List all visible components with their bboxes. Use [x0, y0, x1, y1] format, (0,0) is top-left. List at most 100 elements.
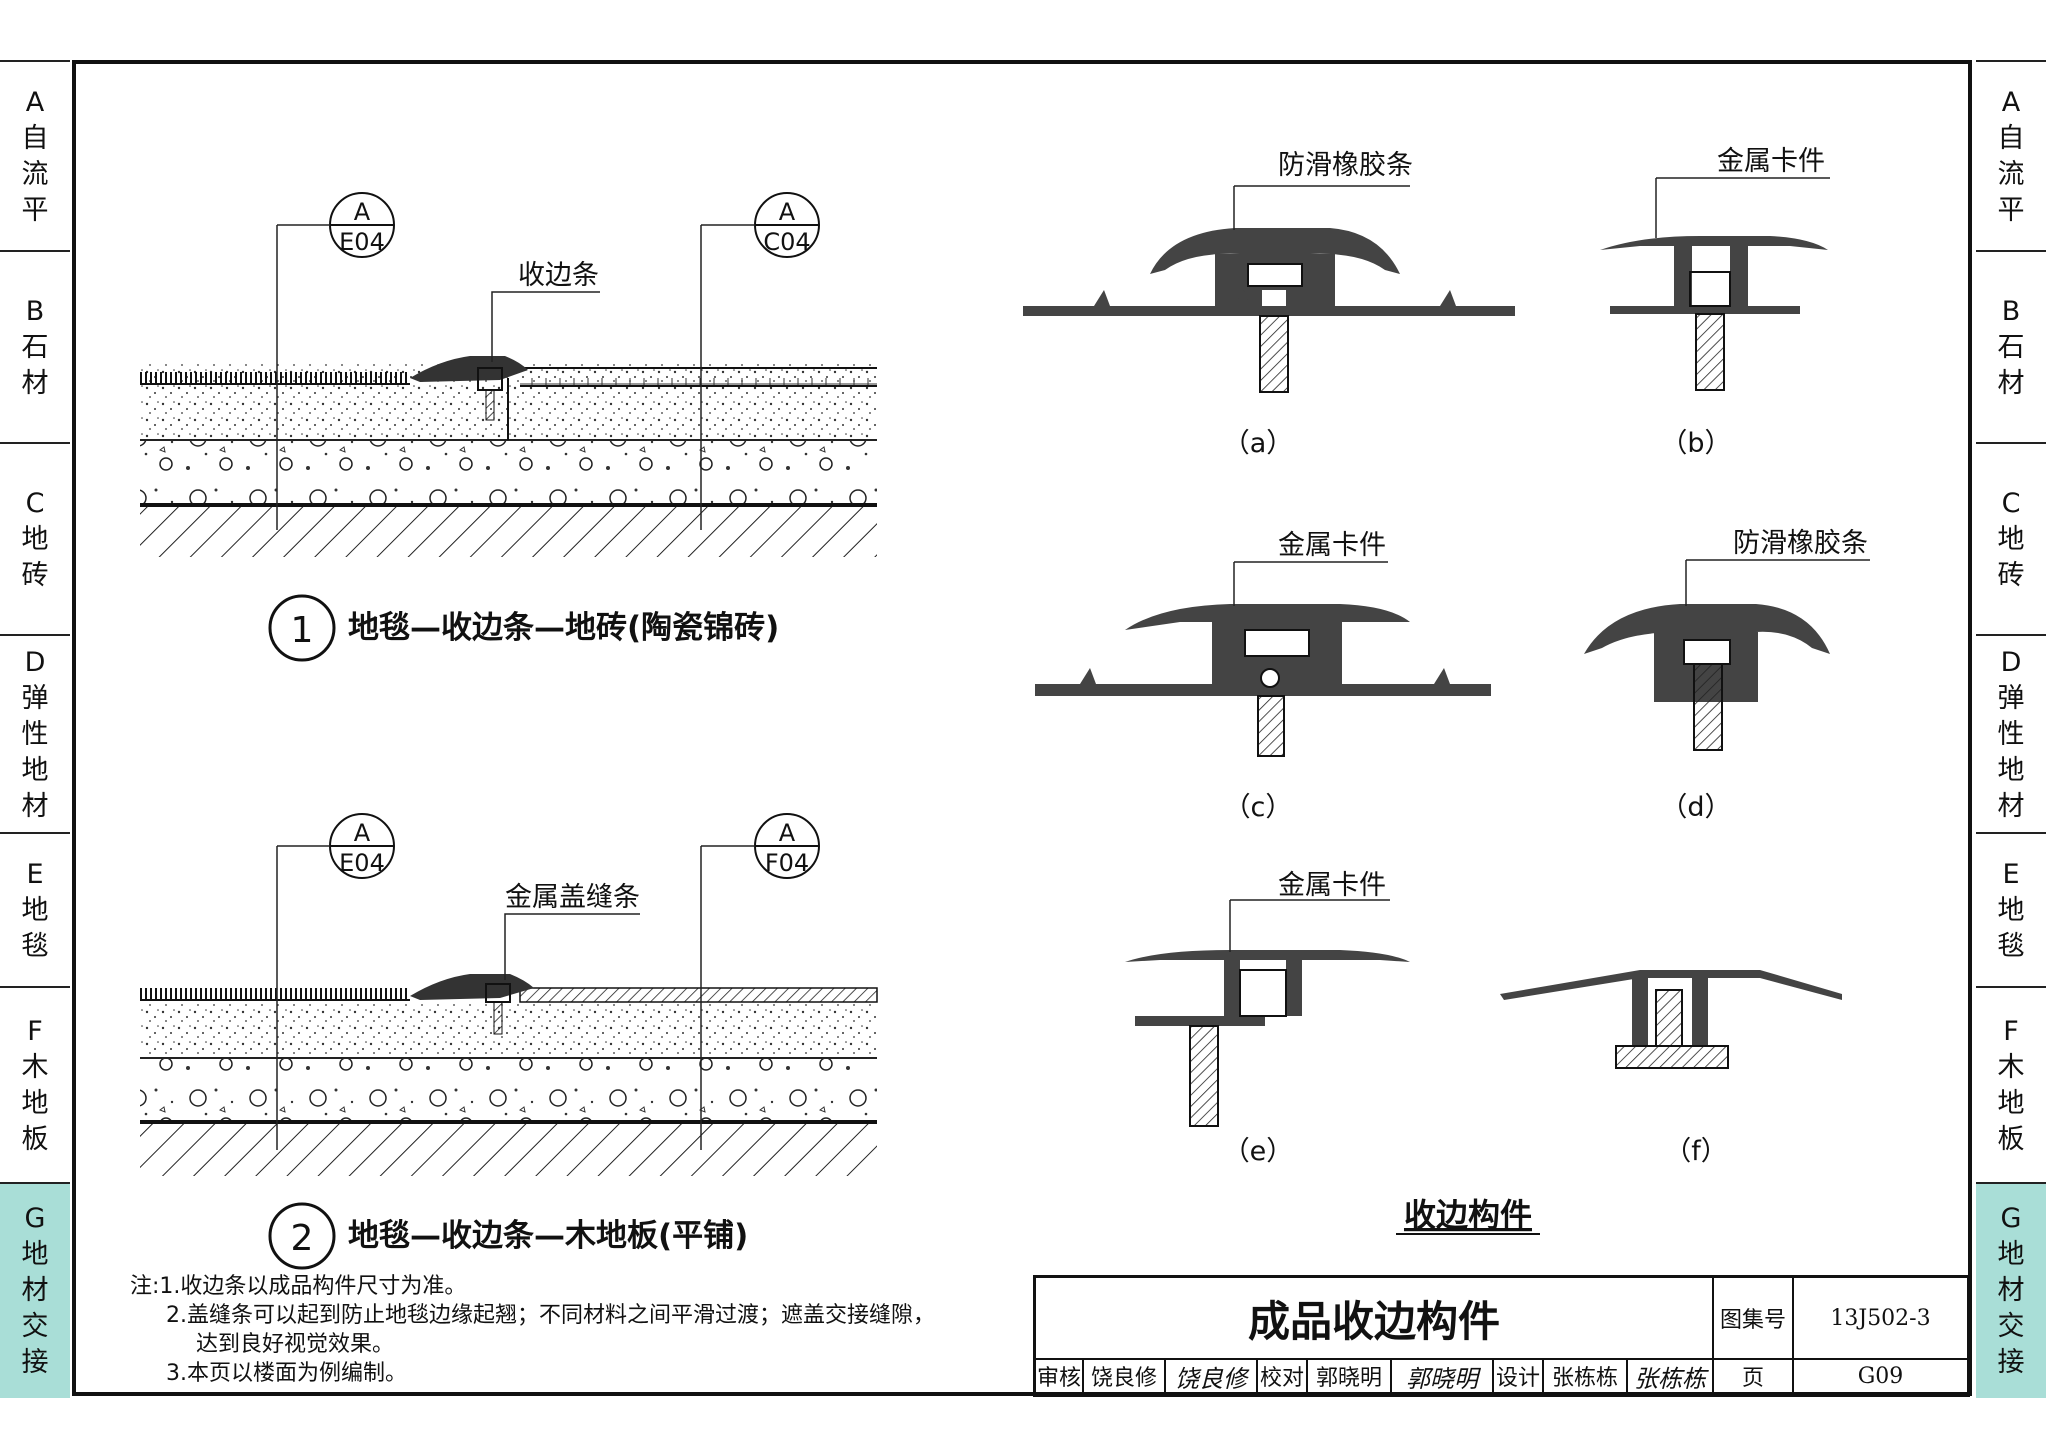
- index-tab-char: 材: [21, 791, 49, 822]
- callout-2r-top: A: [779, 819, 796, 847]
- profile-b-caption: （b）: [1660, 428, 1731, 459]
- index-tab-letter: F: [2003, 1016, 2019, 1047]
- index-tab-letter: F: [27, 1016, 43, 1047]
- note-line: 3.本页以楼面为例编制。: [166, 1361, 407, 1386]
- profile-e-caption: （e）: [1223, 1136, 1294, 1167]
- index-tab-letter: C: [25, 488, 45, 519]
- index-tab-letter: D: [2000, 647, 2022, 678]
- index-tab-char: 石: [21, 332, 49, 363]
- index-tab-char: 性: [21, 719, 49, 750]
- index-tab-char: 地: [21, 524, 49, 555]
- detail-2-title: 地毯—收边条—木地板(平铺): [348, 1218, 748, 1254]
- index-tab-char: 材: [21, 368, 49, 399]
- index-tab-char: 自: [21, 123, 49, 154]
- index-tab-char: 弹: [1997, 683, 2025, 714]
- index-tab-letter: D: [24, 647, 46, 678]
- callout-1l-bottom: E04: [339, 228, 385, 256]
- index-tab-letter: A: [2001, 87, 2021, 118]
- callout-bubble-c04: A C04: [701, 192, 820, 258]
- callout-1r-top: A: [779, 198, 796, 226]
- design-label: 设计: [1494, 1358, 1544, 1394]
- index-tab-letter: E: [26, 859, 44, 890]
- profile-c-caption: （c）: [1224, 792, 1293, 823]
- notes-block: 注:1.收边条以成品构件尺寸为准。 2.盖缝条可以起到防止地毯边缘起翘；不同材料…: [130, 1272, 935, 1388]
- index-tab-char: 接: [21, 1347, 49, 1378]
- detail-2-number: 2: [291, 1218, 314, 1259]
- index-tab-char: 板: [1997, 1124, 2025, 1155]
- index-tab-letter: G: [2000, 1203, 2022, 1234]
- profile-e-label: 金属卡件: [1278, 870, 1386, 901]
- page-label: 页: [1714, 1358, 1794, 1394]
- index-tab-char: 地: [1997, 524, 2025, 555]
- index-tab-letter: A: [25, 87, 45, 118]
- section-detail-1: 收边条 A E04 A C04 1 地毯—收边条—地砖(陶瓷锦砖): [140, 192, 877, 662]
- index-tab-letter: C: [2001, 488, 2021, 519]
- profile-c-label: 金属卡件: [1278, 530, 1386, 561]
- index-tab-char: 地: [21, 895, 49, 926]
- callout-2l-bottom: E04: [339, 849, 385, 877]
- callout-2l-top: A: [354, 819, 371, 847]
- index-tab-char: 性: [1997, 719, 2025, 750]
- detail-1-number: 1: [291, 610, 314, 651]
- index-tab-char: 地: [1997, 755, 2025, 786]
- detail-1-title: 地毯—收边条—地砖(陶瓷锦砖): [348, 610, 779, 646]
- profile-b-label: 金属卡件: [1717, 146, 1825, 177]
- reviewer-name: 饶良修: [1084, 1358, 1166, 1394]
- index-tab-char: 地: [1997, 1239, 2025, 1270]
- designer-name: 张栋栋: [1544, 1358, 1628, 1394]
- designer-signature: 张栋栋: [1628, 1358, 1714, 1394]
- note-line: 注:1.收边条以成品构件尺寸为准。: [130, 1274, 467, 1299]
- index-tab-char: 流: [21, 159, 49, 190]
- profile-a-caption: （a）: [1223, 428, 1294, 459]
- index-tab-letter: B: [2001, 296, 2021, 327]
- title-block: 成品收边构件 图集号 13J502-3 审核 饶良修 饶良修 校对 郭晓明 郭晓…: [1033, 1275, 1970, 1397]
- index-tab-char: 砖: [21, 560, 49, 591]
- index-tab-char: 平: [1997, 195, 2025, 226]
- index-tab-char: 接: [1997, 1347, 2025, 1378]
- index-tab-letter: E: [2002, 859, 2020, 890]
- callout-bubble-e04-2: A E04: [277, 813, 395, 879]
- index-tab-char: 弹: [21, 683, 49, 714]
- profile-d: 防滑橡胶条 （d）: [1584, 528, 1870, 823]
- atlas-number: 13J502-3: [1830, 1305, 1931, 1331]
- index-tab-char: 木: [21, 1052, 49, 1083]
- index-tab-letter: B: [25, 296, 45, 327]
- index-tab-char: 材: [21, 1275, 49, 1306]
- index-tab-char: 砖: [1997, 560, 2025, 591]
- index-tab-char: 流: [1997, 159, 2025, 190]
- index-tab-char: 交: [21, 1311, 49, 1342]
- profile-c: 金属卡件 （c）: [1035, 530, 1491, 823]
- index-tab-char: 材: [1997, 791, 2025, 822]
- note-line: 达到良好视觉效果。: [196, 1332, 395, 1357]
- index-tab-char: 地: [21, 755, 49, 786]
- index-tab-letter: G: [24, 1203, 46, 1234]
- index-tab-char: 木: [1997, 1052, 2025, 1083]
- index-tab-char: 毯: [21, 931, 49, 962]
- index-tab-char: 自: [1997, 123, 2025, 154]
- callout-bubble-e04-1: A E04: [277, 192, 395, 258]
- callout-1r-bottom: C04: [763, 228, 810, 256]
- profile-b: 金属卡件 （b）: [1600, 146, 1830, 459]
- index-tab-char: 地: [21, 1088, 49, 1119]
- review-label: 审核: [1036, 1358, 1084, 1394]
- index-tab-char: 板: [21, 1124, 49, 1155]
- index-tab-char: 交: [1997, 1311, 2025, 1342]
- profile-d-label: 防滑橡胶条: [1733, 528, 1868, 559]
